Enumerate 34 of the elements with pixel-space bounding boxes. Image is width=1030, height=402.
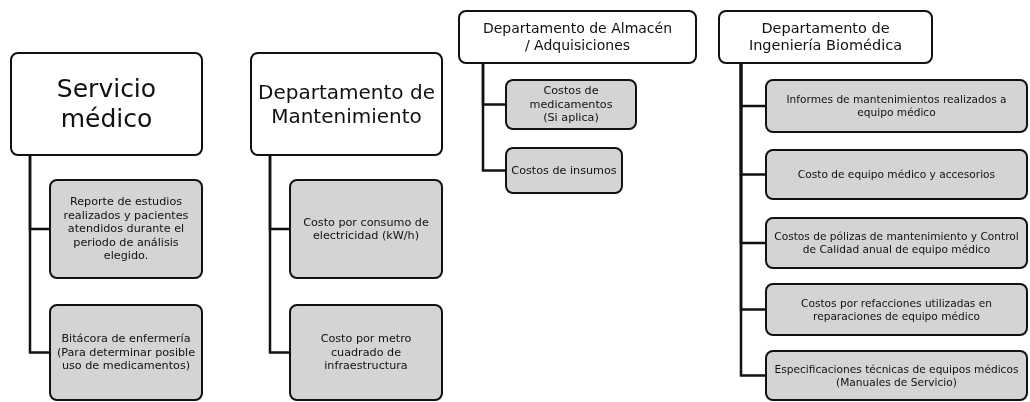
department-title: Departamento de Almacén / Adquisiciones — [482, 20, 673, 54]
item-text: Costo de equipo médico y accesorios — [797, 168, 996, 181]
department-box — [250, 52, 443, 156]
item-text: Informes de mantenimientos realizados a equipo médico — [785, 93, 1008, 119]
item-box — [765, 350, 1028, 401]
department-title: Departamento de Mantenimiento — [257, 80, 436, 128]
item-text: Reporte de estudios realizados y pacientes atendidos durante el periodo de análisis elegido. — [62, 195, 190, 263]
item-box — [505, 147, 623, 194]
department-box — [458, 10, 697, 64]
item-box — [289, 179, 443, 279]
item-box — [765, 217, 1028, 269]
item-text: Costos de insumos — [511, 163, 617, 178]
item-box — [49, 304, 203, 401]
connector-line — [268, 156, 289, 354]
item-box — [765, 79, 1028, 133]
item-text: Costos de pólizas de mantenimiento y Control de Calidad anual de equipo médico — [773, 230, 1020, 256]
item-text: Bitácora de enfermería (Para determinar posible uso de medicamentos) — [55, 332, 197, 373]
department-title: Servicio médico — [55, 74, 158, 134]
department-box — [718, 10, 933, 64]
item-box — [505, 79, 637, 130]
department-title: Departamento de Ingeniería Biomédica — [747, 19, 904, 55]
department-box — [10, 52, 203, 156]
item-box — [765, 149, 1028, 200]
item-text: Costos por refacciones utilizadas en reparaciones de equipo médico — [800, 296, 993, 323]
connector-line — [28, 156, 49, 354]
item-text: Costo por metro cuadrado de infraestructura — [319, 332, 413, 373]
connector-line — [481, 64, 505, 172]
item-box — [289, 304, 443, 401]
item-text: Costos de medicamentos (Si aplica) — [528, 84, 614, 125]
connector-line — [739, 64, 765, 377]
item-box — [765, 283, 1028, 336]
item-text: Costo por consumo de electricidad (kW/h) — [302, 215, 430, 243]
item-text: Especificaciones técnicas de equipos médicos (Manuales de Servicio) — [773, 362, 1020, 389]
item-box — [49, 179, 203, 279]
